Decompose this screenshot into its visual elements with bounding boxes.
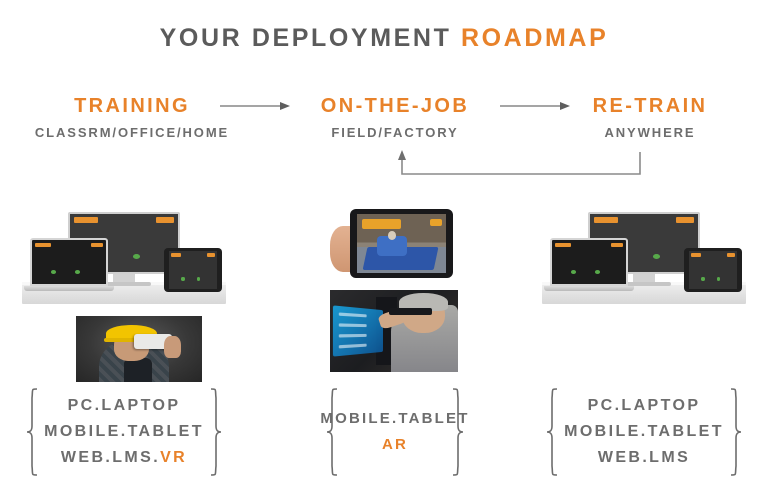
page-title-gray: YOUR DEPLOYMENT — [159, 24, 452, 52]
brace-right-icon — [452, 388, 464, 476]
spec-lines-on-the-job: MOBILE.TABLET AR — [320, 406, 469, 458]
arrow-right-icon-training-to-on-the-job — [220, 102, 290, 110]
brace-right-icon — [730, 388, 742, 476]
page-title-accent: ROADMAP — [460, 24, 609, 52]
spec-line: PC.LAPTOP — [587, 397, 701, 414]
laptop-icon — [24, 238, 114, 291]
stage-subtitle-on-the-job: FIELD/FACTORY — [331, 125, 459, 140]
stage-title-on-the-job: ON-THE-JOB — [320, 95, 470, 117]
brace-left-icon — [326, 388, 338, 476]
spec-line-gray: WEB.LMS. — [60, 449, 161, 466]
spec-line-mixed: WEB.LMS.VR — [44, 445, 204, 471]
spec-lines-re-train: PC.LAPTOP MOBILE.TABLET WEB.LMS — [564, 393, 724, 471]
page-title: YOUR DEPLOYMENT ROADMAP — [0, 24, 768, 53]
stage-subtitle-re-train: ANYWHERE — [604, 125, 696, 140]
stage-title-re-train: RE-TRAIN — [592, 95, 708, 117]
worker-with-vr-headset-photo — [76, 316, 202, 382]
device-cluster-re-train — [534, 212, 754, 304]
stage-header-training: TRAINING CLASSRM/OFFICE/HOME — [22, 96, 242, 140]
feedback-loop-arrow-icon — [398, 150, 641, 175]
spec-line-accent: AR — [381, 436, 409, 453]
brace-left-icon — [26, 388, 38, 476]
spec-list-training: PC.LAPTOP MOBILE.TABLET WEB.LMS.VR — [16, 382, 232, 482]
device-cluster-training — [14, 212, 234, 304]
spec-list-re-train: PC.LAPTOP MOBILE.TABLET WEB.LMS — [536, 382, 752, 482]
media-re-train — [534, 212, 754, 304]
spec-line: MOBILE.TABLET — [320, 410, 470, 427]
spec-line: MOBILE.TABLET — [564, 423, 724, 440]
machinery-screen-content — [32, 240, 106, 284]
spec-line-accent: VR — [160, 449, 188, 466]
ar-hologram-overlay — [333, 305, 384, 357]
laptop-icon — [544, 238, 634, 291]
tablet-icon — [350, 209, 453, 278]
stage-title-training: TRAINING — [74, 95, 190, 117]
stage-header-on-the-job: ON-THE-JOB FIELD/FACTORY — [300, 96, 490, 140]
machinery-screen-content — [552, 240, 626, 284]
factory-simulation-screen-content — [357, 214, 446, 273]
spec-lines-training: PC.LAPTOP MOBILE.TABLET WEB.LMS.VR — [44, 393, 204, 471]
stage-subtitle-training: CLASSRM/OFFICE/HOME — [34, 125, 230, 140]
hand-holding-tablet-photo — [330, 206, 458, 284]
spec-line: PC.LAPTOP — [67, 397, 181, 414]
spec-line: MOBILE.TABLET — [44, 423, 204, 440]
vr-headset-icon — [133, 334, 172, 349]
arrow-right-icon-on-the-job-to-re-train — [500, 102, 570, 110]
media-on-the-job — [330, 206, 458, 372]
tablet-icon — [164, 248, 222, 292]
brace-right-icon — [210, 388, 222, 476]
machinery-screen-content — [169, 251, 217, 289]
technician-wearing-ar-glasses-photo — [330, 290, 458, 372]
media-training — [14, 212, 234, 382]
spec-line: WEB.LMS — [597, 449, 691, 466]
tablet-icon — [684, 248, 742, 292]
brace-left-icon — [546, 388, 558, 476]
spec-list-on-the-job: MOBILE.TABLET AR — [300, 382, 490, 482]
ar-smart-glasses-icon — [388, 308, 433, 316]
stage-header-re-train: RE-TRAIN ANYWHERE — [540, 96, 760, 140]
machinery-screen-content — [689, 251, 737, 289]
